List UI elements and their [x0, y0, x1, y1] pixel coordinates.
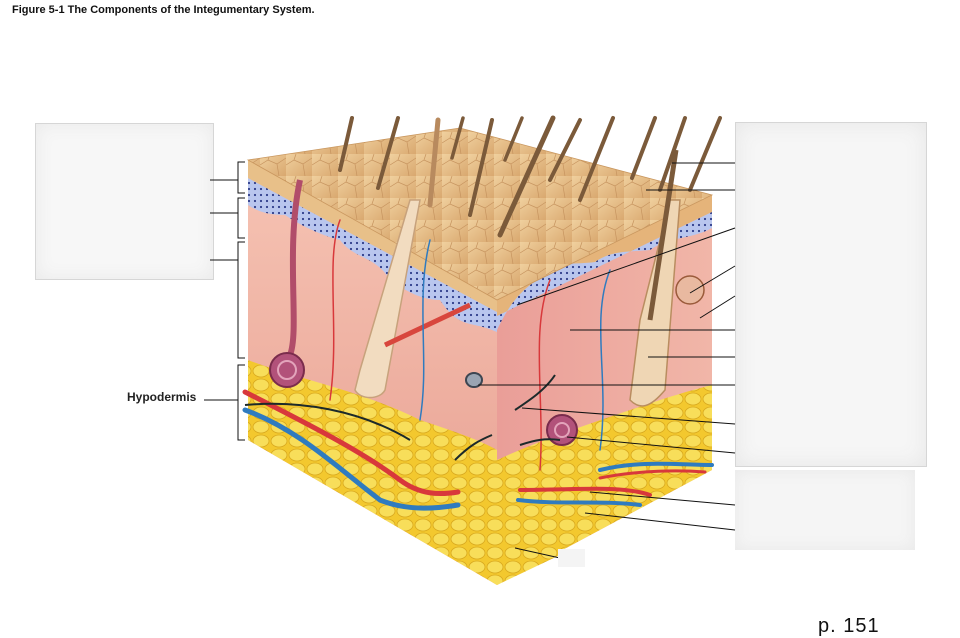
sebaceous-gland [676, 276, 704, 304]
page-number: p. 151 [818, 615, 880, 638]
left-brackets [204, 162, 245, 440]
sweat-gland-right [547, 415, 577, 445]
hypodermis-fat-bottom [455, 491, 566, 585]
hypodermis-label: Hypodermis [127, 390, 196, 404]
label-answer-box-bottom[interactable] [558, 549, 585, 567]
